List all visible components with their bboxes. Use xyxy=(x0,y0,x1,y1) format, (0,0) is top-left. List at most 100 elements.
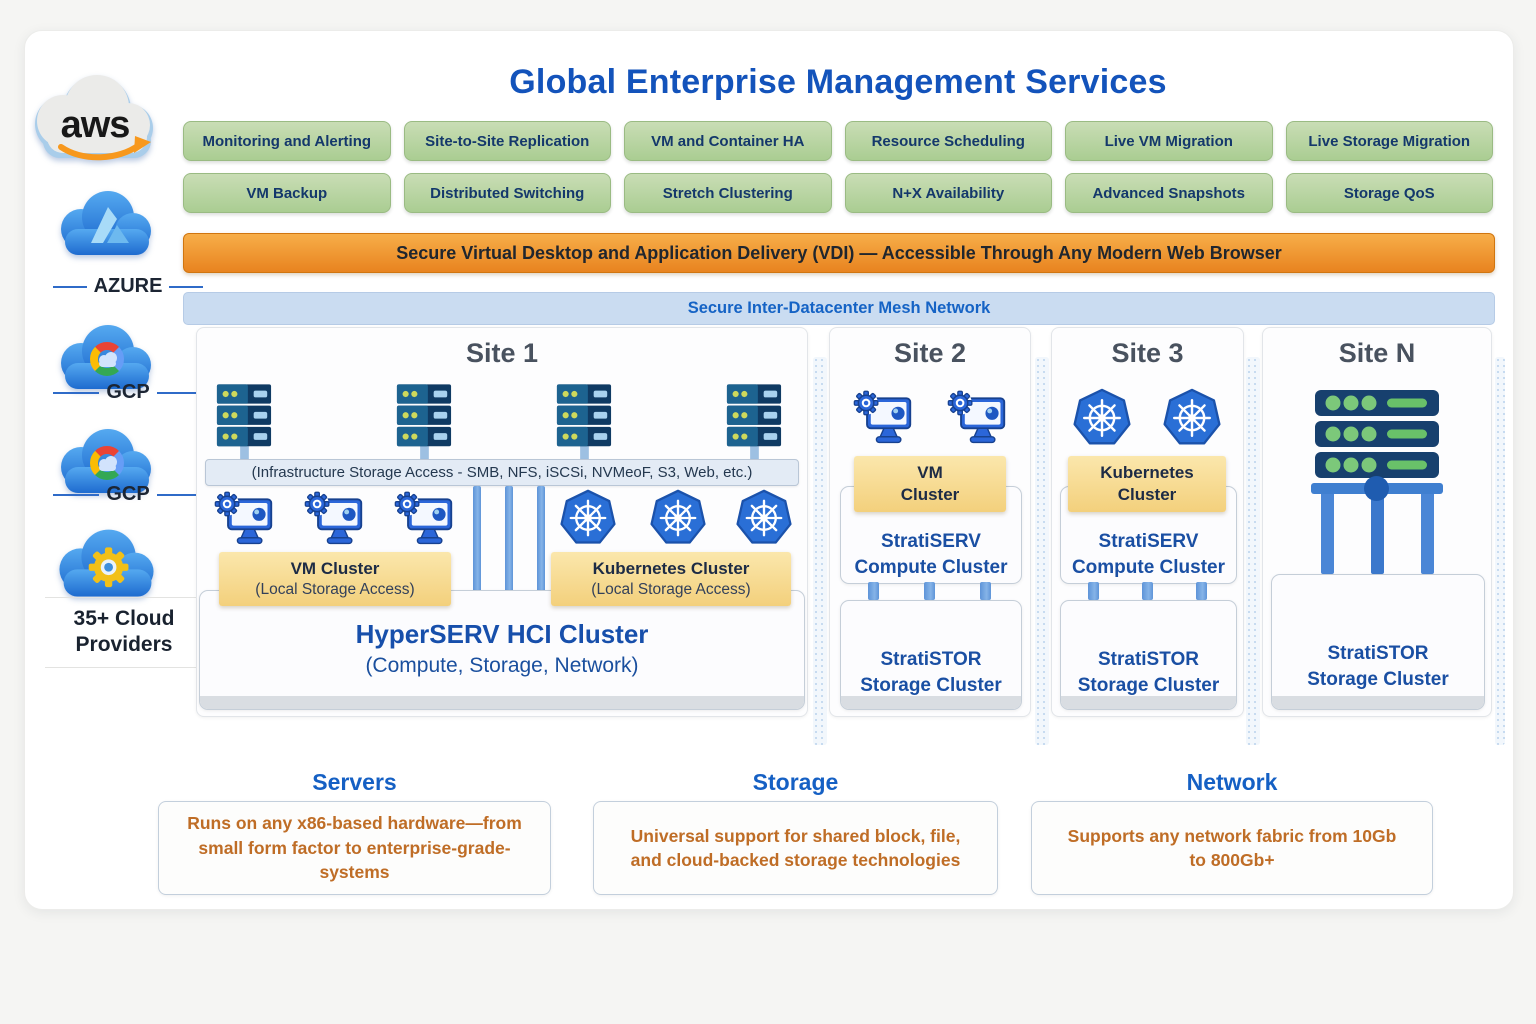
kubernetes-icon xyxy=(649,489,707,547)
siteN-panel: Site N StratiSTOR Storage Cluster xyxy=(1262,327,1492,717)
multi-cloud-gear-icon xyxy=(49,517,164,607)
site3-title: Site 3 xyxy=(1111,338,1184,368)
compute-cluster-line1: StratiSERV xyxy=(881,531,981,552)
site1-title: Site 1 xyxy=(465,338,539,368)
service-stretch-clustering: Stretch Clustering xyxy=(624,173,832,213)
kubernetes-cluster-label: Kubernetes Cluster xyxy=(1068,456,1226,512)
cloud-providers-label: 35+ Cloud Providers xyxy=(73,607,175,657)
vm-cluster-label: VM Cluster xyxy=(854,456,1006,512)
footer-box-servers: Runs on any x86-based hardware—from smal… xyxy=(158,801,551,895)
box-base xyxy=(200,696,804,709)
box-base xyxy=(841,696,1021,709)
gcp-label-1: GCP xyxy=(106,381,150,403)
storage-cluster-text: StratiSTOR Storage Cluster xyxy=(1272,641,1484,692)
sidebar-item-gcp-2: GCP xyxy=(53,483,203,506)
site1-panel: Site 1 (Infrastructure Storage Access - … xyxy=(196,327,808,717)
services-grid: Monitoring and Alerting Site-to-Site Rep… xyxy=(183,121,1493,213)
kubernetes-cluster-label-line2: (Local Storage Access) xyxy=(591,580,751,598)
compute-cluster-text: StratiSERV Compute Cluster xyxy=(1061,529,1236,580)
site2-panel: Site 2 VM Cluster StratiSERV Compute Clu… xyxy=(829,327,1031,717)
gcp-label-2: GCP xyxy=(106,483,150,505)
vm-cluster-label-line2: Cluster xyxy=(900,485,960,504)
hyperserv-hci-cluster-box: HyperSERV HCI Cluster (Compute, Storage,… xyxy=(199,590,805,710)
server-stack-icon xyxy=(555,384,613,462)
service-live-storage-migration: Live Storage Migration xyxy=(1285,121,1493,161)
connector-stub xyxy=(1142,582,1153,600)
footer-box-storage: Universal support for shared block, file… xyxy=(593,801,998,895)
sidebar-item-gcp-1: GCP xyxy=(53,381,203,404)
connector-line xyxy=(1321,492,1334,574)
site-separator xyxy=(813,357,827,745)
compute-cluster-line1: StratiSERV xyxy=(1098,531,1199,552)
site3-panel: Site 3 Kubernetes Cluster StratiSERV Com… xyxy=(1051,327,1244,717)
connector-stub xyxy=(868,582,879,600)
hci-cluster-title: HyperSERV HCI Cluster xyxy=(355,619,649,649)
vdi-banner: Secure Virtual Desktop and Application D… xyxy=(183,233,1495,273)
vm-cluster-label-line2: (Local Storage Access) xyxy=(255,580,415,598)
siteN-title: Site N xyxy=(1338,338,1416,368)
connector-line xyxy=(1421,492,1434,574)
server-stack-icon xyxy=(215,384,273,462)
stratistor-storage-cluster-box: StratiSTOR Storage Cluster xyxy=(840,600,1022,710)
aws-logo: aws xyxy=(35,75,153,161)
service-resource-scheduling: Resource Scheduling xyxy=(844,121,1052,161)
storage-cluster-line2: Storage Cluster xyxy=(1307,668,1449,690)
stratistor-storage-cluster-box: StratiSTOR Storage Cluster xyxy=(1271,574,1485,710)
service-storage-qos: Storage QoS xyxy=(1285,173,1493,213)
connector-node xyxy=(1364,476,1389,501)
mesh-network-banner: Secure Inter-Datacenter Mesh Network xyxy=(183,292,1495,325)
vm-cluster-label: VM Cluster (Local Storage Access) xyxy=(219,552,451,606)
architecture-diagram-card: aws AZURE xyxy=(24,30,1514,910)
footer-heading-network: Network xyxy=(1186,769,1278,795)
service-distributed-switching: Distributed Switching xyxy=(403,173,611,213)
server-stack-icon xyxy=(395,384,453,462)
storage-cluster-line1: StratiSTOR xyxy=(880,649,982,670)
service-vm-and-container-ha: VM and Container HA xyxy=(624,121,832,161)
kubernetes-cluster-label-line1: Kubernetes xyxy=(1100,462,1194,482)
sidebar-item-35-cloud-providers: 35+ Cloud Providers xyxy=(45,597,203,668)
kubernetes-icon xyxy=(559,489,617,547)
sidebar-item-azure: AZURE xyxy=(53,275,203,298)
storage-cluster-line1: StratiSTOR xyxy=(1327,643,1429,664)
service-monitoring-and-alerting: Monitoring and Alerting xyxy=(183,121,391,161)
aws-text: aws xyxy=(61,104,130,146)
vm-cluster-label-line1: VM xyxy=(917,462,943,482)
infrastructure-storage-access-bar: (Infrastructure Storage Access - SMB, NF… xyxy=(205,459,799,486)
service-vm-backup: VM Backup xyxy=(183,173,391,213)
vm-monitor-icon xyxy=(393,491,455,547)
site-separator xyxy=(1035,357,1049,745)
storage-cluster-line2: Storage Cluster xyxy=(860,674,1002,696)
site-separator xyxy=(1246,357,1260,745)
vm-cluster-label-line1: VM Cluster xyxy=(290,558,380,578)
vm-monitor-icon xyxy=(303,491,365,547)
stratistor-storage-cluster-box: StratiSTOR Storage Cluster xyxy=(1060,600,1237,710)
compute-cluster-text: StratiSERV Compute Cluster xyxy=(841,529,1021,580)
hci-cluster-subtitle: (Compute, Storage, Network) xyxy=(365,654,639,677)
storage-cluster-line1: StratiSTOR xyxy=(1097,649,1199,670)
server-rack-icon xyxy=(1315,390,1439,478)
connector-line xyxy=(1371,492,1384,574)
kubernetes-icon xyxy=(1072,388,1132,448)
gcp-cloud-icon-2 xyxy=(51,417,161,503)
box-base xyxy=(1272,696,1484,709)
vm-monitor-icon xyxy=(946,390,1008,446)
kubernetes-cluster-label: Kubernetes Cluster (Local Storage Access… xyxy=(551,552,791,606)
box-base xyxy=(1061,696,1236,709)
site-separator xyxy=(1495,357,1505,745)
connector-line xyxy=(473,486,481,592)
service-nx-availability: N+X Availability xyxy=(844,173,1052,213)
connector-stub xyxy=(1088,582,1099,600)
storage-cluster-text: StratiSTOR Storage Cluster xyxy=(1061,647,1236,698)
kubernetes-cluster-label-line2: Cluster xyxy=(1117,485,1177,504)
service-advanced-snapshots: Advanced Snapshots xyxy=(1065,173,1273,213)
server-stack-icon xyxy=(725,384,783,462)
azure-cloud-icon xyxy=(51,179,161,265)
azure-label: AZURE xyxy=(93,275,163,297)
connector-line xyxy=(505,486,513,592)
connector-stub xyxy=(924,582,935,600)
site2-title: Site 2 xyxy=(893,338,967,368)
kubernetes-cluster-label-line1: Kubernetes Cluster xyxy=(592,558,750,578)
service-live-vm-migration: Live VM Migration xyxy=(1065,121,1273,161)
storage-cluster-line2: Storage Cluster xyxy=(1077,674,1220,696)
connector-stub xyxy=(980,582,991,600)
